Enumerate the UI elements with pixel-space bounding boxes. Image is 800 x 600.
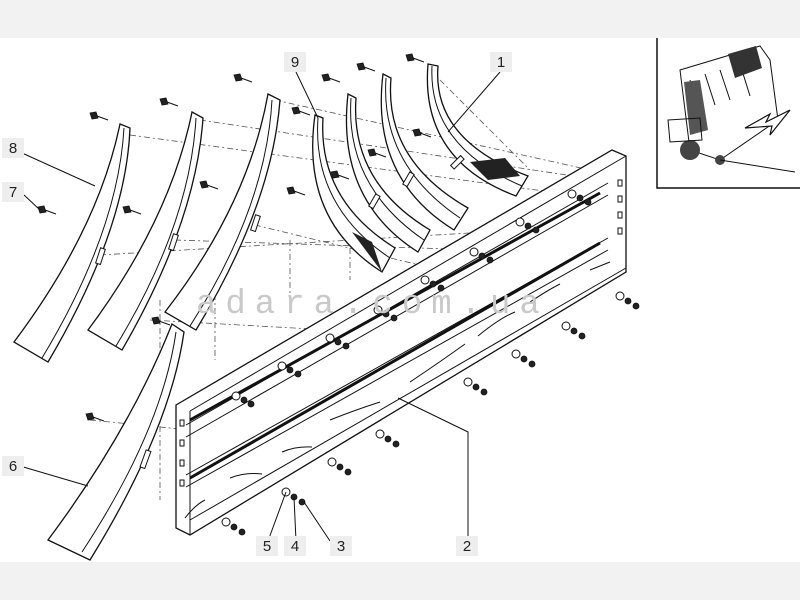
- callout-label-4: 4: [291, 538, 299, 555]
- nuts-washers: [221, 189, 640, 536]
- blade-9: [312, 114, 396, 273]
- callout-label-2: 2: [463, 538, 471, 555]
- callout-label-3: 3: [337, 538, 345, 555]
- blade-d: [345, 93, 431, 253]
- blade-6: [47, 323, 185, 561]
- callout-1: 1: [490, 52, 512, 72]
- blade-b: [87, 111, 204, 351]
- callout-leader-lines: [19, 71, 501, 544]
- inset-harvester-location-icon: [656, 38, 800, 189]
- callout-label-6: 6: [9, 458, 17, 475]
- bolts: [37, 53, 432, 422]
- callout-2: 2: [456, 536, 478, 556]
- blade-e: [380, 73, 469, 231]
- callout-label-5: 5: [263, 538, 271, 555]
- top-band: [0, 0, 800, 38]
- callout-6: 6: [2, 456, 24, 476]
- callout-4: 4: [284, 536, 306, 556]
- callout-label-7: 7: [9, 184, 17, 201]
- callout-8: 8: [2, 138, 24, 158]
- callout-label-8: 8: [9, 140, 17, 157]
- blade-c: [164, 93, 281, 331]
- watermark: adara.com.ua: [196, 286, 549, 324]
- callout-5: 5: [256, 536, 278, 556]
- callout-label-9: 9: [291, 54, 299, 71]
- callout-label-1: 1: [497, 54, 505, 71]
- blade-1: [426, 63, 529, 197]
- callout-7: 7: [2, 182, 24, 202]
- frame-bar: [175, 149, 627, 536]
- callout-9: 9: [284, 52, 306, 72]
- callout-3: 3: [330, 536, 352, 556]
- bottom-band: [0, 562, 800, 600]
- blade-8: [13, 123, 131, 363]
